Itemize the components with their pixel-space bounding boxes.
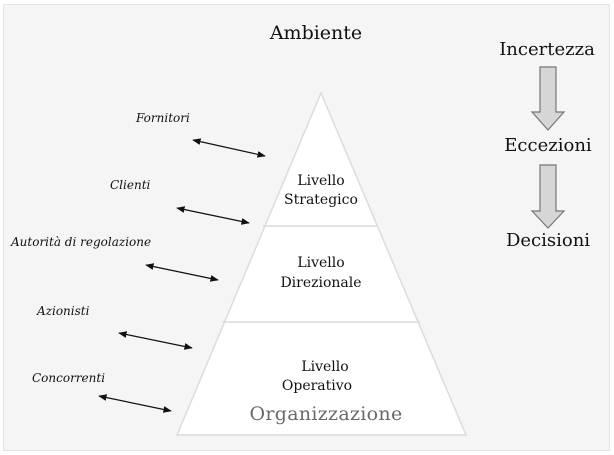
organization-label: Organizzazione <box>249 403 402 425</box>
level-directional: Livello Direzionale <box>280 255 361 291</box>
level-strategic-line2: Strategico <box>284 192 358 208</box>
stakeholder-competitors: Concorrenti <box>32 371 172 413</box>
stakeholder-label: Azionisti <box>36 304 90 318</box>
stakeholder-suppliers: Fornitori <box>135 111 266 158</box>
stakeholder-label: Clienti <box>110 178 151 192</box>
decisions-label: Decisioni <box>506 230 590 251</box>
stakeholder-clients: Clienti <box>110 178 250 225</box>
double-arrow-icon <box>145 263 219 282</box>
level-strategic-line1: Livello <box>297 173 344 189</box>
level-operative-line1: Livello <box>301 359 348 375</box>
exceptions-label: Eccezioni <box>504 135 592 156</box>
down-arrow-icon <box>530 66 566 131</box>
environment-title: Ambiente <box>269 22 362 44</box>
uncertainty-label: Incertezza <box>499 39 595 60</box>
stakeholders: Fornitori Clienti Autorità di regolazion… <box>10 111 266 413</box>
level-directional-line2: Direzionale <box>280 275 361 291</box>
pyramid: Livello Strategico Livello Direzionale L… <box>175 91 468 436</box>
double-arrow-icon <box>176 206 250 225</box>
level-directional-line1: Livello <box>297 255 344 271</box>
pyramid-shape <box>175 91 468 436</box>
right-column: Incertezza Eccezioni Decisioni <box>499 39 595 251</box>
double-arrow-icon <box>192 138 266 158</box>
double-arrow-icon <box>118 331 193 350</box>
level-operative-line2: Operativo <box>282 378 352 394</box>
stakeholder-shareholders: Azionisti <box>36 304 193 350</box>
stakeholder-label: Fornitori <box>135 111 190 125</box>
stakeholder-label: Concorrenti <box>32 371 105 385</box>
stakeholder-regulators: Autorità di regolazione <box>10 235 219 282</box>
level-operative: Livello Operativo <box>282 359 352 394</box>
level-strategic: Livello Strategico <box>284 173 358 208</box>
double-arrow-icon <box>98 394 172 413</box>
down-arrow-icon <box>530 164 566 229</box>
stakeholder-label: Autorità di regolazione <box>10 235 151 249</box>
